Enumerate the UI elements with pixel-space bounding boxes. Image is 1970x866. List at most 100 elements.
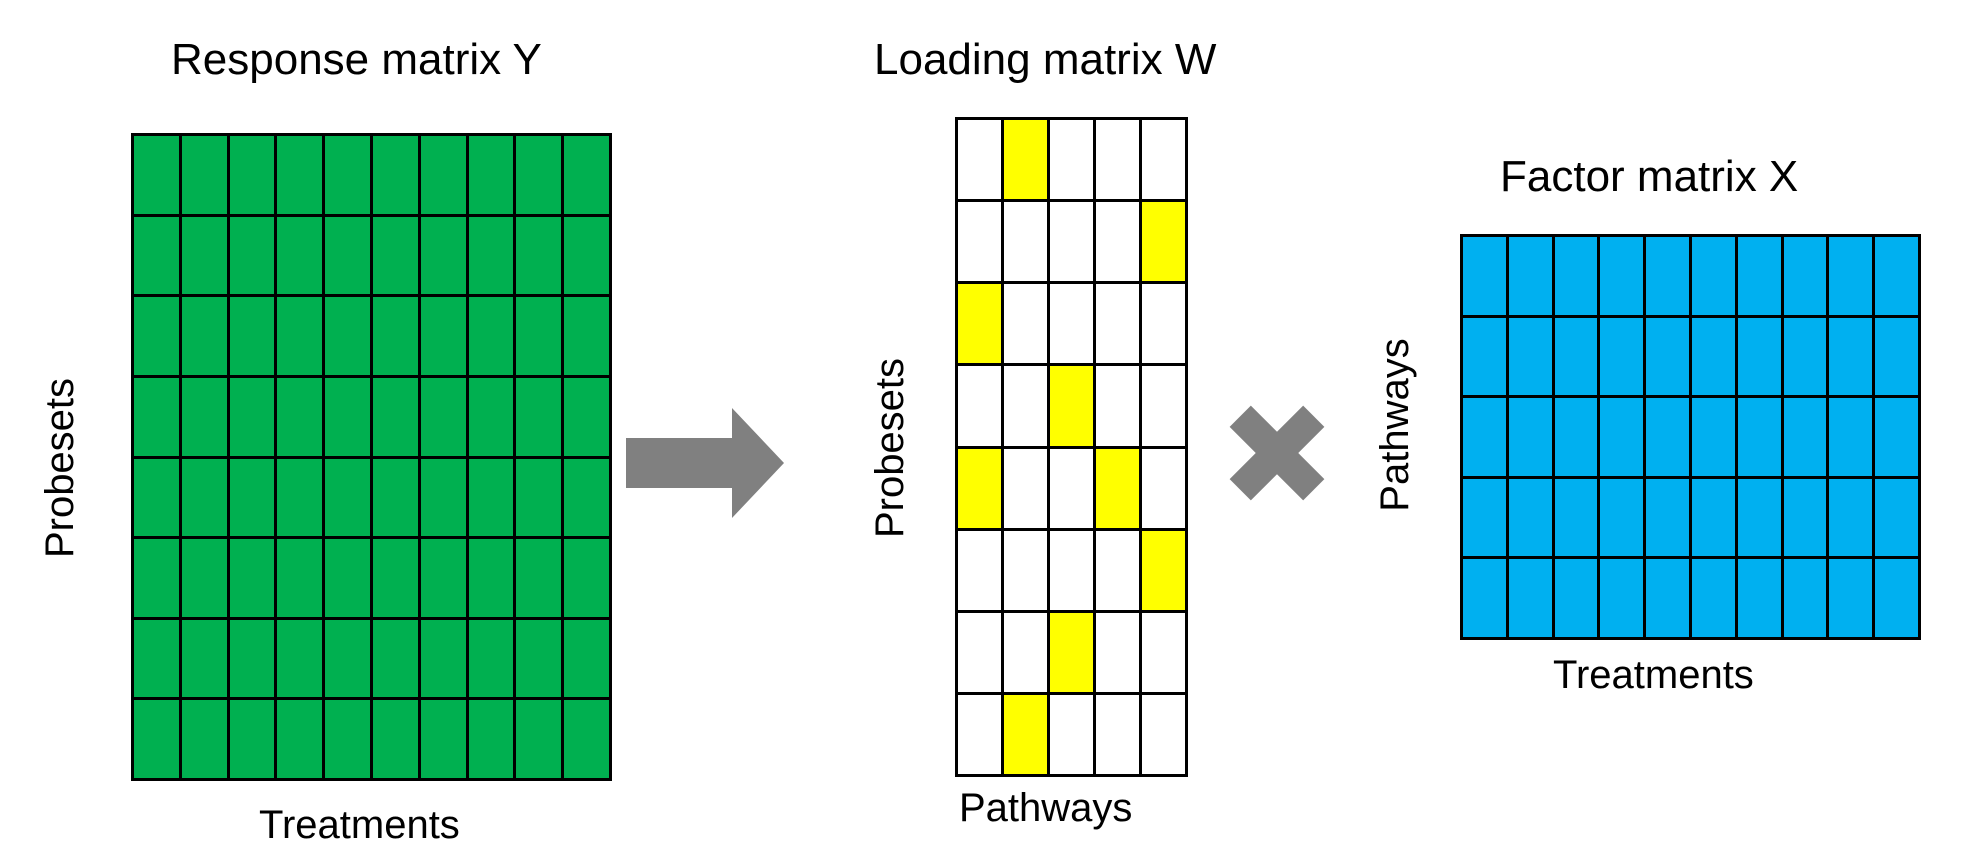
response-matrix-cell [468, 700, 514, 778]
response-col-label: Treatments [259, 803, 460, 847]
response-matrix-cell [564, 458, 609, 537]
loading-matrix-cell [1096, 120, 1139, 200]
response-matrix-cell [420, 700, 466, 778]
factor-matrix-cell [1829, 559, 1873, 637]
loading-matrix-cell [1004, 120, 1047, 200]
factor-matrix-cell [1463, 478, 1506, 557]
response-matrix-cell [420, 619, 466, 698]
factor-matrix-cell [1829, 317, 1873, 396]
response-matrix-cell [468, 458, 514, 537]
factor-matrix-cell [1691, 559, 1735, 637]
factor-col-label: Treatments [1553, 653, 1754, 697]
factor-matrix-cell [1508, 398, 1552, 476]
response-matrix-cell [516, 539, 562, 617]
response-matrix-cell [372, 700, 418, 778]
loading-matrix-cell [1142, 612, 1185, 692]
response-matrix-cell [516, 700, 562, 778]
response-matrix-cell [229, 216, 275, 295]
response-matrix-cell [277, 297, 323, 375]
factor-matrix-cell [1829, 237, 1873, 315]
response-matrix-cell [181, 619, 227, 698]
factor-matrix-cell [1463, 317, 1506, 396]
loading-matrix-cell [1142, 284, 1185, 364]
loading-matrix-cell [958, 202, 1001, 282]
factor-matrix-cell [1554, 317, 1598, 396]
factor-matrix-cell [1554, 559, 1598, 637]
factor-matrix-cell [1737, 478, 1781, 557]
loading-matrix-cell [1050, 202, 1093, 282]
response-matrix-cell [277, 700, 323, 778]
response-matrix-cell [134, 136, 179, 214]
response-matrix-cell [564, 539, 609, 617]
factor-matrix-cell [1646, 317, 1689, 396]
factor-matrix-cell [1829, 398, 1873, 476]
response-matrix-cell [564, 700, 609, 778]
response-matrix-cell [181, 297, 227, 375]
response-matrix-cell [134, 216, 179, 295]
response-matrix-cell [468, 377, 514, 456]
factor-matrix-cell [1691, 237, 1735, 315]
loading-matrix-cell [1096, 284, 1139, 364]
loading-matrix-cell [1004, 694, 1047, 774]
response-matrix-cell [516, 619, 562, 698]
loading-matrix-cell [958, 612, 1001, 692]
response-matrix-cell [325, 136, 370, 214]
loading-matrix-cell [1050, 694, 1093, 774]
loading-matrix-cell [1096, 530, 1139, 610]
factor-matrix-cell [1508, 559, 1552, 637]
loading-matrix-cell [1142, 120, 1185, 200]
response-matrix-cell [564, 377, 609, 456]
response-matrix-cell [372, 619, 418, 698]
response-matrix-cell [420, 297, 466, 375]
loading-matrix-cell [1050, 530, 1093, 610]
response-matrix-grid [131, 133, 612, 781]
factor-matrix-cell [1600, 237, 1644, 315]
factor-matrix-cell [1691, 478, 1735, 557]
loading-matrix-cell [1096, 694, 1139, 774]
factor-matrix-cell [1783, 237, 1827, 315]
response-matrix-cell [134, 297, 179, 375]
factor-matrix-cell [1600, 559, 1644, 637]
factor-matrix-cell [1463, 559, 1506, 637]
response-matrix-cell [277, 216, 323, 295]
response-row-label: Probesets [38, 377, 82, 559]
loading-matrix-cell [1096, 612, 1139, 692]
response-matrix-cell [468, 297, 514, 375]
response-matrix-cell [516, 216, 562, 295]
loading-matrix-cell [1142, 530, 1185, 610]
factor-matrix-cell [1737, 237, 1781, 315]
loading-matrix-cell [1004, 448, 1047, 528]
factor-matrix-cell [1554, 237, 1598, 315]
right-arrow-icon [626, 408, 784, 518]
response-matrix-cell [277, 539, 323, 617]
loading-matrix-cell [1050, 284, 1093, 364]
loading-matrix-cell [1004, 202, 1047, 282]
factor-matrix-cell [1875, 237, 1918, 315]
response-matrix-cell [277, 377, 323, 456]
factor-matrix-cell [1783, 559, 1827, 637]
response-matrix-cell [277, 136, 323, 214]
response-matrix-cell [564, 619, 609, 698]
factor-matrix-cell [1691, 398, 1735, 476]
response-matrix-cell [229, 619, 275, 698]
response-matrix-cell [372, 377, 418, 456]
arrow-shape [626, 408, 784, 518]
response-matrix-cell [420, 458, 466, 537]
response-matrix-cell [516, 297, 562, 375]
response-matrix-cell [325, 377, 370, 456]
loading-matrix-cell [958, 448, 1001, 528]
response-matrix-cell [420, 539, 466, 617]
response-matrix-cell [516, 377, 562, 456]
response-matrix-cell [325, 700, 370, 778]
response-matrix-cell [277, 619, 323, 698]
response-matrix-cell [181, 136, 227, 214]
loading-matrix-cell [958, 694, 1001, 774]
response-matrix-cell [229, 700, 275, 778]
loading-matrix-cell [1050, 120, 1093, 200]
loading-matrix-cell [1142, 448, 1185, 528]
factor-matrix-cell [1600, 478, 1644, 557]
loading-matrix-cell [1004, 612, 1047, 692]
response-matrix-cell [229, 458, 275, 537]
response-matrix-cell [325, 297, 370, 375]
factor-matrix-cell [1554, 478, 1598, 557]
